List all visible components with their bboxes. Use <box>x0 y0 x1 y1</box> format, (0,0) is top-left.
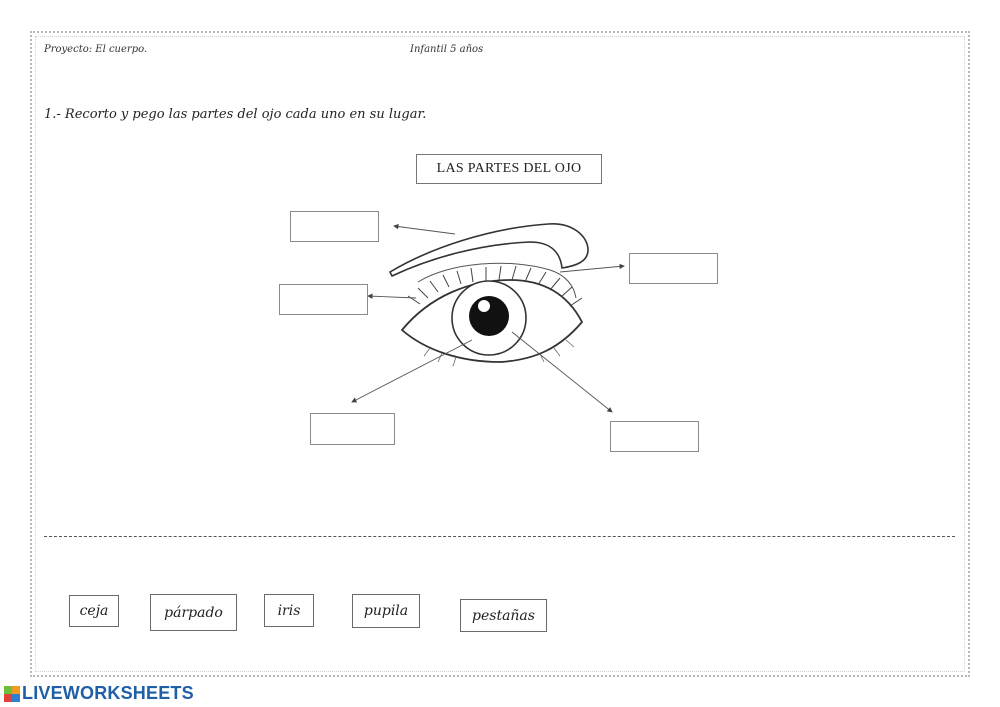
eyebrow-shape <box>388 223 589 278</box>
eyelashes <box>407 265 583 307</box>
eyelid-crease <box>417 262 577 299</box>
card-iris[interactable]: iris <box>264 594 314 627</box>
card-ceja[interactable]: ceja <box>69 595 119 627</box>
brand-name: LIVEWORKSHEETS <box>22 683 194 703</box>
answer-box-eyelid[interactable] <box>629 253 718 284</box>
answer-box-iris[interactable] <box>310 413 395 445</box>
pupil-highlight <box>478 300 490 312</box>
liveworksheets-logo[interactable]: LIVEWORKSHEETS <box>4 683 194 704</box>
diagram-title: LAS PARTES DEL OJO <box>416 154 602 184</box>
card-parpado[interactable]: párpado <box>150 594 237 631</box>
header-project: Proyecto: El cuerpo. <box>44 44 148 55</box>
answer-box-pupil[interactable] <box>610 421 699 452</box>
header-level: Infantil 5 años <box>410 44 484 55</box>
instruction-text: 1.- Recorto y pego las partes del ojo ca… <box>44 107 427 122</box>
liveworksheets-logo-icon <box>4 685 20 702</box>
worksheet-border <box>30 31 970 677</box>
pointer-arrows <box>351 223 625 413</box>
answer-box-eyebrow[interactable] <box>290 211 379 242</box>
lower-eyelashes <box>423 339 575 367</box>
card-pestanas[interactable]: pestañas <box>460 599 547 632</box>
cut-line <box>44 536 955 537</box>
pupil-shape <box>469 296 509 336</box>
eye-outline <box>400 279 584 363</box>
answer-box-eyelashes[interactable] <box>279 284 368 315</box>
card-pupila[interactable]: pupila <box>352 594 420 628</box>
worksheet-inner-border <box>35 36 965 672</box>
